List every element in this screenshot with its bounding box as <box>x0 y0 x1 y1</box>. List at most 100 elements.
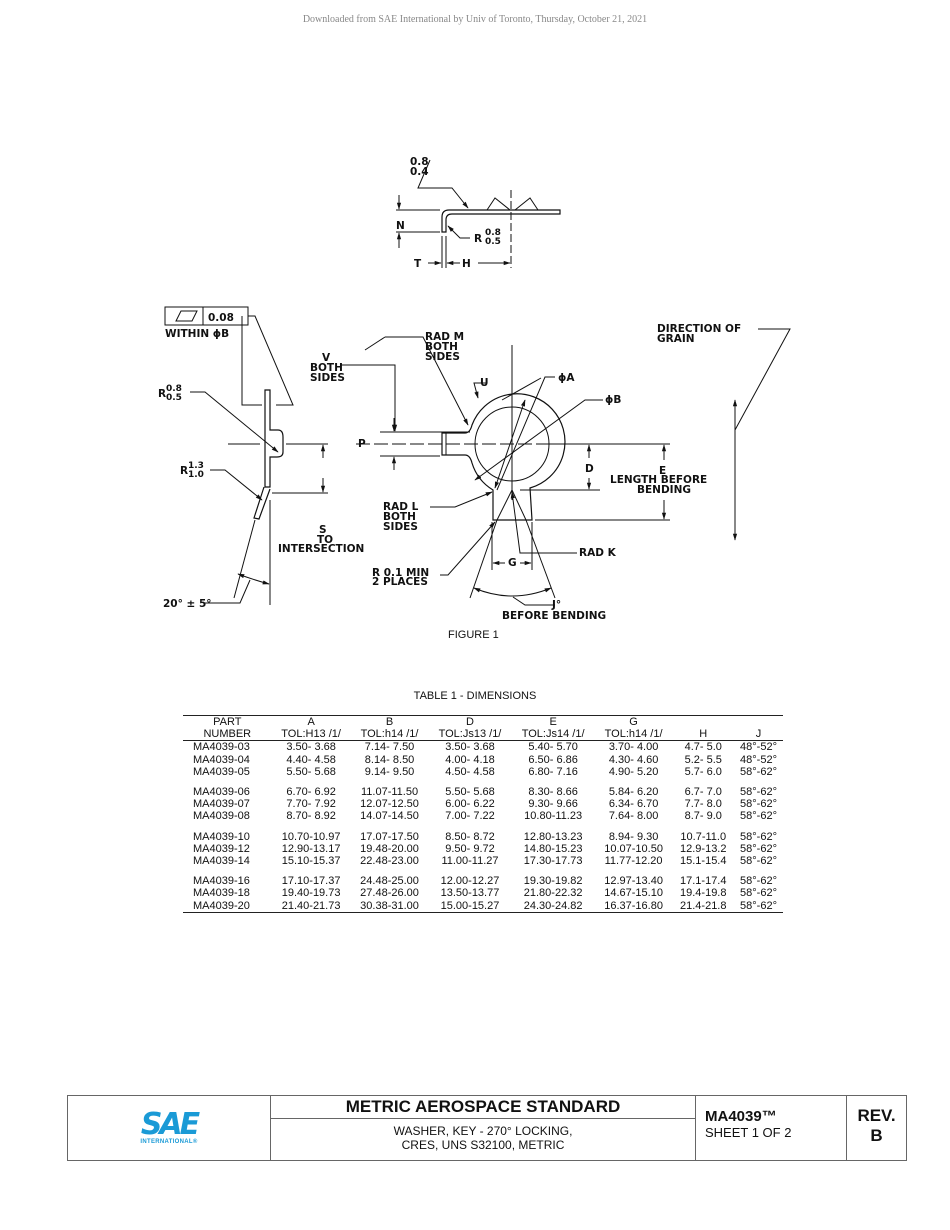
label: GRAIN <box>657 333 695 345</box>
dimension-cell: 58°-62° <box>740 830 777 843</box>
part-number-cell: MA4039-07 <box>193 798 250 811</box>
dimension-cell: 19.4-19.8 <box>680 887 727 900</box>
label: R 0.1 MIN <box>372 567 429 579</box>
column-header: G <box>629 716 638 728</box>
label: BOTH <box>425 341 458 353</box>
dimension-cell: 58°-62° <box>740 887 777 900</box>
part-number-cell: MA4039-18 <box>193 887 250 900</box>
dimension-cell: 58°-62° <box>740 810 777 823</box>
column-header: TOL:h14 /1/ <box>594 728 673 742</box>
column-header: NUMBER <box>183 728 272 742</box>
label: RAD L <box>383 501 419 513</box>
label: R <box>158 388 166 400</box>
dimension-cell: 17.10-17.37 <box>281 875 341 888</box>
dimension-cell: 7.64- 8.00 <box>608 810 659 823</box>
dimension-cell: 21.4-21.8 <box>680 899 727 912</box>
table-title: TABLE 1 - DIMENSIONS <box>413 690 537 702</box>
label: V <box>322 352 331 364</box>
dimension-cell: 7.70- 7.92 <box>286 798 336 811</box>
dimension-cell: 9.30- 9.66 <box>528 798 578 811</box>
label: 0.4 <box>410 166 429 178</box>
label: ϕB <box>605 394 621 406</box>
dimension-cell: 14.07-14.50 <box>360 810 419 823</box>
download-notice: Downloaded from SAE International by Uni… <box>302 14 648 25</box>
dimension-cell: 30.38-31.00 <box>360 899 419 912</box>
label: WITHIN ϕB <box>165 328 229 340</box>
dimension-cell: 14.80-15.23 <box>523 842 583 855</box>
dimension-cell: 17.1-17.4 <box>680 875 727 888</box>
label: BENDING <box>637 484 691 496</box>
dimension-cell: 5.40- 5.70 <box>528 741 578 754</box>
figure-labels: 0.8 0.4 N R 0.8 0.5 T H 0.08 WITHIN ϕB R… <box>158 156 741 641</box>
dimension-cell: 10.80-11.23 <box>524 810 583 823</box>
dimension-cell: 16.37-16.80 <box>604 899 663 912</box>
part-number-cell: MA4039-14 <box>193 855 250 868</box>
dimension-cell: 6.34- 6.70 <box>608 798 659 811</box>
part-number-cell: MA4039-06 <box>193 786 250 799</box>
label: DIRECTION OF <box>657 323 741 335</box>
label: SIDES <box>425 351 460 363</box>
dimension-cell: 3.50- 3.68 <box>286 741 336 754</box>
column-header: PART <box>213 716 242 728</box>
dimension-cell: 9.50- 9.72 <box>445 842 495 855</box>
top-section-view <box>396 159 561 268</box>
dimension-cell: 24.30-24.82 <box>523 899 583 912</box>
fcf-value: 0.08 <box>208 312 234 324</box>
column-header <box>734 716 783 729</box>
column-header: B <box>385 716 394 728</box>
dimension-cell: 8.50- 8.72 <box>445 830 495 843</box>
label: 20° ± 5° <box>163 598 212 610</box>
dimension-cell: 6.50- 6.86 <box>528 753 578 766</box>
description-line: CRES, UNS S32100, METRIC <box>401 1138 565 1152</box>
dimension-cell: 17.07-17.50 <box>360 830 419 843</box>
label: 1.3 <box>188 461 204 471</box>
sheet-number: SHEET 1 OF 2 <box>705 1125 792 1140</box>
dimension-cell: 9.14- 9.50 <box>364 765 415 778</box>
dimension-cell: 7.7- 8.0 <box>684 798 722 811</box>
label: 0.5 <box>485 237 501 247</box>
dimension-cell: 4.50- 4.58 <box>445 765 495 778</box>
dimension-cell: 12.07-12.50 <box>360 798 419 811</box>
part-number-cell: MA4039-05 <box>193 765 250 778</box>
dimension-cell: 8.94- 9.30 <box>608 830 659 843</box>
dimension-cell: 15.10-15.37 <box>281 855 341 868</box>
dimension-cell: 27.48-26.00 <box>360 887 419 900</box>
part-number-cell: MA4039-12 <box>193 842 250 855</box>
label: SIDES <box>310 372 345 384</box>
label: LENGTH BEFORE <box>610 474 707 486</box>
label: J° <box>551 599 561 611</box>
dimension-cell: 48°-52° <box>740 753 777 766</box>
label: 0.8 <box>485 228 501 238</box>
dimension-cell: 4.30- 4.60 <box>608 753 659 766</box>
dimension-cell: 10.70-10.97 <box>281 830 341 843</box>
label: BOTH <box>383 511 416 523</box>
label: S <box>319 524 327 536</box>
column-header: TOL:Js14 /1/ <box>511 728 595 742</box>
label: R <box>474 233 482 245</box>
standard-title: METRIC AEROSPACE STANDARD <box>271 1096 695 1119</box>
part-number-cell: MA4039-08 <box>193 810 250 823</box>
dimension-cell: 10.7-11.0 <box>680 830 727 843</box>
label: RAD M <box>425 331 464 343</box>
label: E <box>659 465 666 477</box>
dimension-cell: 19.48-20.00 <box>360 842 419 855</box>
column-header <box>672 716 734 729</box>
dimension-cell: 58°-62° <box>740 842 777 855</box>
label: G <box>508 557 517 569</box>
label: 2 PLACES <box>372 576 428 588</box>
dimension-cell: 13.50-13.77 <box>440 887 500 900</box>
logo-mark: SAE <box>140 1107 200 1142</box>
